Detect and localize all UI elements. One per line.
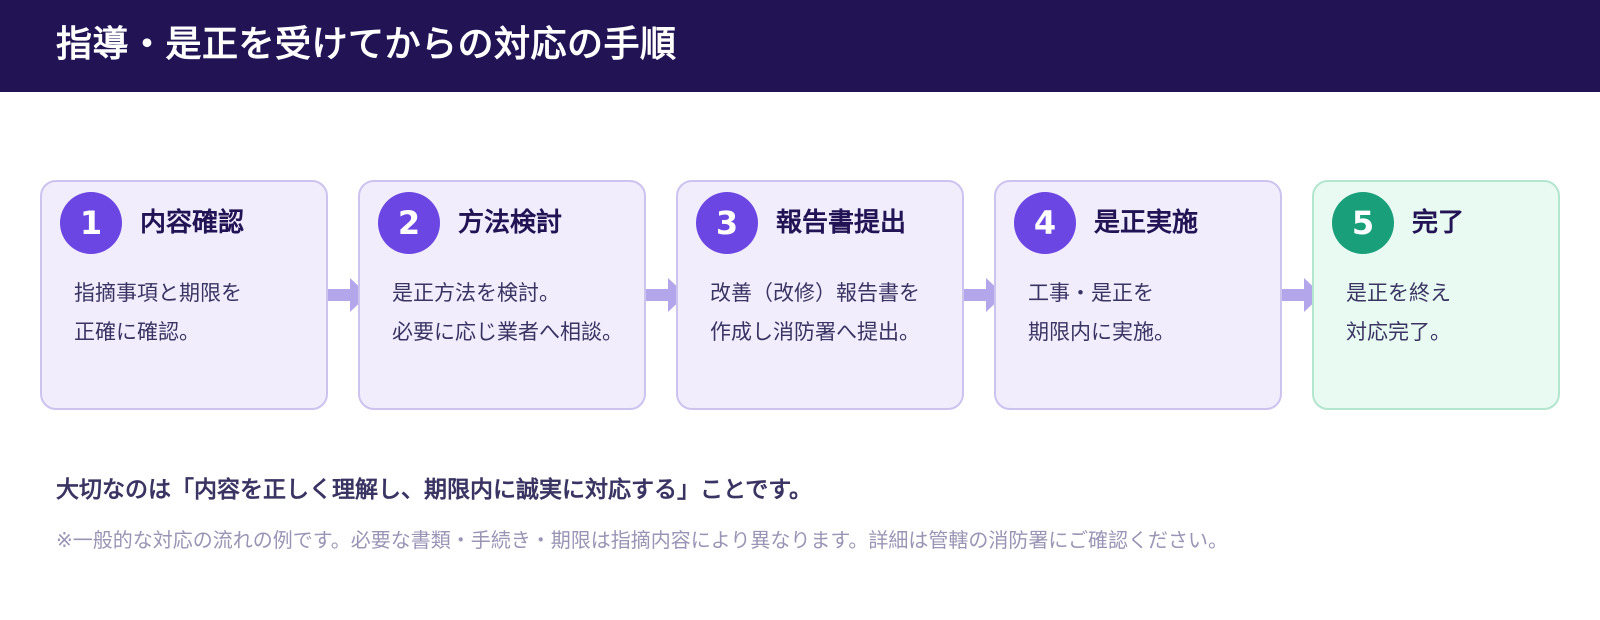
step-title: 方法検討: [458, 208, 563, 238]
step-description-line: 必要に応じ業者へ相談。: [392, 320, 623, 344]
step-description: 改善（改修）報告書を 作成し消防署へ提出。: [710, 274, 920, 352]
key-point-note: 大切なのは「内容を正しく理解し、期限内に誠実に対応する」ことです。: [56, 477, 813, 503]
step-number-badge: 5: [1332, 192, 1394, 254]
step-description: 是正を終え 対応完了。: [1346, 274, 1451, 352]
header-bar: 指導・是正を受けてからの対応の手順: [0, 0, 1600, 92]
step-description-line: 指摘事項と期限を: [74, 281, 242, 305]
step-card-3: 3 報告書提出 改善（改修）報告書を 作成し消防署へ提出。: [676, 180, 964, 410]
step-description: 是正方法を検討。 必要に応じ業者へ相談。: [392, 274, 623, 352]
step-number-badge: 1: [60, 192, 122, 254]
disclaimer-note: ※一般的な対応の流れの例です。必要な書類・手続き・期限は指摘内容により異なります…: [56, 528, 1228, 552]
step-title: 報告書提出: [776, 208, 907, 238]
step-number-badge: 3: [696, 192, 758, 254]
step-number-badge: 4: [1014, 192, 1076, 254]
step-title: 内容確認: [140, 208, 245, 238]
step-description: 指摘事項と期限を 正確に確認。: [74, 274, 242, 352]
step-description: 工事・是正を 期限内に実施。: [1028, 274, 1175, 352]
step-description-line: 工事・是正を: [1028, 281, 1154, 305]
step-description-line: 改善（改修）報告書を: [710, 281, 920, 305]
step-title: 完了: [1412, 208, 1465, 238]
step-description-line: 対応完了。: [1346, 320, 1451, 344]
step-card-5: 5 完了 是正を終え 対応完了。: [1312, 180, 1560, 410]
step-title: 是正実施: [1094, 208, 1199, 238]
step-number-badge: 2: [378, 192, 440, 254]
step-card-2: 2 方法検討 是正方法を検討。 必要に応じ業者へ相談。: [358, 180, 646, 410]
step-description-line: 正確に確認。: [74, 320, 200, 344]
step-description-line: 是正を終え: [1346, 281, 1451, 305]
step-description-line: 作成し消防署へ提出。: [710, 320, 920, 344]
page-title: 指導・是正を受けてからの対応の手順: [56, 24, 677, 65]
step-description-line: 是正方法を検討。: [392, 281, 560, 305]
step-card-1: 1 内容確認 指摘事項と期限を 正確に確認。: [40, 180, 328, 410]
step-description-line: 期限内に実施。: [1028, 320, 1175, 344]
step-card-4: 4 是正実施 工事・是正を 期限内に実施。: [994, 180, 1282, 410]
